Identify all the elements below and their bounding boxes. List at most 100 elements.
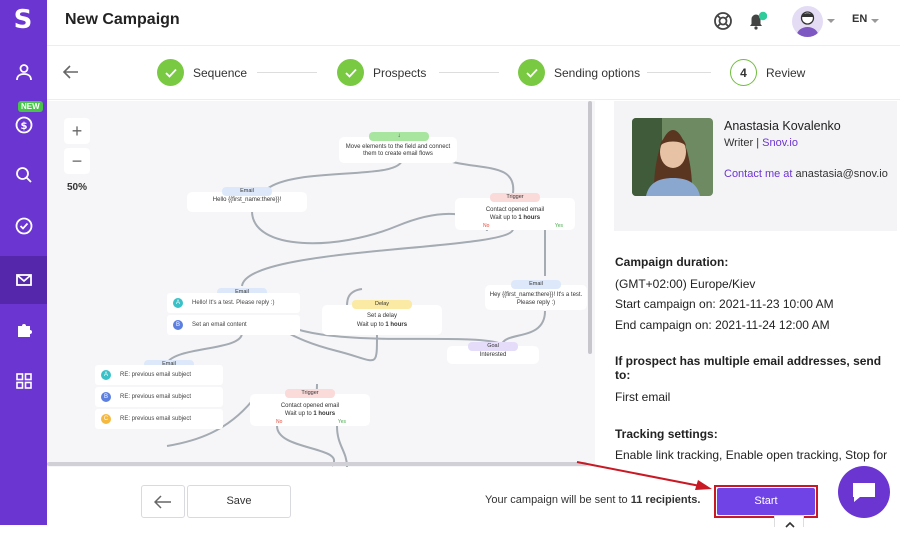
campaign-timezone: (GMT+02:00) Europe/Kiev xyxy=(615,277,756,291)
zoom-level: 50% xyxy=(67,182,88,193)
delay-node-header: Delay xyxy=(352,300,412,309)
back-arrow-icon[interactable] xyxy=(61,62,81,82)
email-node-body: Hello {{first_name:there}}! xyxy=(212,197,282,203)
help-lifebuoy-icon[interactable] xyxy=(712,10,734,32)
language-selector[interactable]: EN xyxy=(852,13,868,25)
puzzle-icon xyxy=(17,324,32,337)
bell-icon[interactable] xyxy=(745,10,767,32)
chevron-down-icon[interactable] xyxy=(871,18,879,24)
sidebar-item-verifier[interactable] xyxy=(0,204,47,248)
email-variants-header-wrap: Email xyxy=(139,360,239,369)
flow-trigger-node[interactable]: Trigger Contact opened email Wait up to … xyxy=(250,389,370,426)
canvas-scrollbar-vertical[interactable] xyxy=(588,101,592,354)
svg-text:$: $ xyxy=(20,121,27,132)
sidebar-item-apps[interactable] xyxy=(0,359,47,403)
step-prospects[interactable]: Prospects xyxy=(373,66,427,80)
email-node-body: Hey {{first_name:there}}! It's a test. P… xyxy=(489,292,583,306)
sidebar-item-credits[interactable]: $ xyxy=(0,103,47,147)
step-review[interactable]: Review xyxy=(766,66,806,80)
zoom-out-button[interactable]: − xyxy=(64,148,90,174)
new-badge: NEW xyxy=(18,101,43,112)
user-icon xyxy=(15,64,32,81)
delay-node-wait: Wait up to xyxy=(356,322,384,328)
email-variants-header-wrap: Email xyxy=(187,288,297,297)
step-connector xyxy=(439,72,499,73)
delay-node-hours: 1 hours xyxy=(385,322,408,328)
contact-email[interactable]: anastasia@snov.io xyxy=(795,168,888,180)
email-variant-b[interactable]: B Set an email content xyxy=(167,315,300,335)
sender-company[interactable]: Snov.io xyxy=(762,137,798,149)
trigger-node-hours: 1 hours xyxy=(518,215,541,221)
role-separator: | xyxy=(753,137,763,149)
campaign-end: End campaign on: 2021-11-24 12:00 AM xyxy=(615,318,830,332)
check-icon xyxy=(525,68,538,78)
email-node-header: Email xyxy=(511,280,561,289)
email-variant-a[interactable]: A RE: previous email subject xyxy=(95,365,223,385)
email-variant-a[interactable]: A Hello! It's a test. Please reply :) xyxy=(167,293,300,313)
flow-email-node[interactable]: Email Hello {{first_name:there}}! xyxy=(187,187,307,212)
trigger-node-hours: 1 hours xyxy=(313,411,336,417)
dollar-icon: $ xyxy=(15,116,32,134)
app-logo[interactable]: S xyxy=(13,5,33,35)
campaign-start: Start campaign on: 2021-11-23 10:00 AM xyxy=(615,297,834,311)
send-summary: Your campaign will be sent to 11 recipie… xyxy=(485,494,700,506)
sidebar-item-prospects[interactable] xyxy=(0,50,47,94)
sidebar-item-search[interactable] xyxy=(0,153,47,197)
search-icon xyxy=(15,167,32,183)
grid-icon xyxy=(15,373,32,389)
sender-card: Anastasia Kovalenko Writer | Snov.io Con… xyxy=(614,101,897,231)
send-summary-prefix: Your campaign will be sent to xyxy=(485,494,631,506)
start-hint-text: Move elements to the field and connect t… xyxy=(345,144,451,157)
flow-email-node[interactable]: Email Hey {{first_name:there}}! It's a t… xyxy=(485,280,587,310)
sidebar: S NEW $ xyxy=(0,0,47,525)
step-sending-options[interactable]: Sending options xyxy=(554,66,641,80)
top-header: New Campaign EN xyxy=(47,0,900,46)
trigger-node-condition: Contact opened email xyxy=(280,403,340,409)
step-2-check[interactable] xyxy=(337,59,364,86)
step-sequence[interactable]: Sequence xyxy=(193,66,248,80)
variant-b-badge: B xyxy=(173,320,183,330)
delay-node-text: Set a delay xyxy=(366,313,398,319)
tracking-value: Enable link tracking, Enable open tracki… xyxy=(615,448,888,462)
page-title: New Campaign xyxy=(65,11,180,28)
chevron-up-icon xyxy=(785,521,795,528)
step-4-number[interactable]: 4 xyxy=(730,59,757,86)
check-icon xyxy=(164,68,177,78)
flow-goal-node[interactable]: Goal Interested xyxy=(447,342,539,364)
flow-canvas[interactable]: + − 50% ↓ Move elements to the field and… xyxy=(47,101,595,467)
flow-trigger-node[interactable]: Trigger Contact opened email Wait up to … xyxy=(455,193,575,230)
mail-icon xyxy=(15,274,32,286)
chevron-down-icon[interactable] xyxy=(827,18,835,24)
check-circle-icon xyxy=(15,217,32,235)
sidebar-item-campaigns[interactable] xyxy=(0,256,47,304)
chat-button[interactable] xyxy=(838,466,890,518)
flow-start-node[interactable]: ↓ Move elements to the field and connect… xyxy=(339,132,457,163)
variant-c-badge: C xyxy=(101,414,111,424)
start-button[interactable]: Start xyxy=(717,488,815,515)
email-variant-b[interactable]: B RE: previous email subject xyxy=(95,387,223,407)
goal-node-body: Interested xyxy=(479,352,507,358)
step-1-check[interactable] xyxy=(157,59,184,86)
contact-label: Contact me at xyxy=(724,168,793,180)
user-avatar[interactable] xyxy=(792,6,823,37)
flow-delay-node[interactable]: Delay Set a delay Wait up to 1 hours xyxy=(322,300,442,335)
scroll-up-button[interactable] xyxy=(774,515,804,528)
trigger-node-wait: Wait up to xyxy=(284,411,312,417)
email-variant-c[interactable]: C RE: previous email subject xyxy=(95,409,223,429)
email-node-header: Email xyxy=(144,360,194,369)
zoom-in-button[interactable]: + xyxy=(64,118,90,144)
trigger-node-header: Trigger xyxy=(490,193,540,202)
trigger-node-condition: Contact opened email xyxy=(485,207,545,213)
sidebar-item-integrations[interactable] xyxy=(0,308,47,352)
sender-photo xyxy=(632,118,713,196)
no-label: No xyxy=(483,223,490,229)
canvas-scrollbar-horizontal[interactable] xyxy=(47,462,587,466)
save-button[interactable]: Save xyxy=(187,485,291,518)
step-3-check[interactable] xyxy=(518,59,545,86)
email-node-header: Email xyxy=(217,288,267,297)
variant-b-text: Set an email content xyxy=(192,322,247,328)
back-button[interactable] xyxy=(141,485,185,518)
start-highlight-box xyxy=(714,485,818,518)
yes-label: Yes xyxy=(337,419,346,425)
check-icon xyxy=(344,68,357,78)
